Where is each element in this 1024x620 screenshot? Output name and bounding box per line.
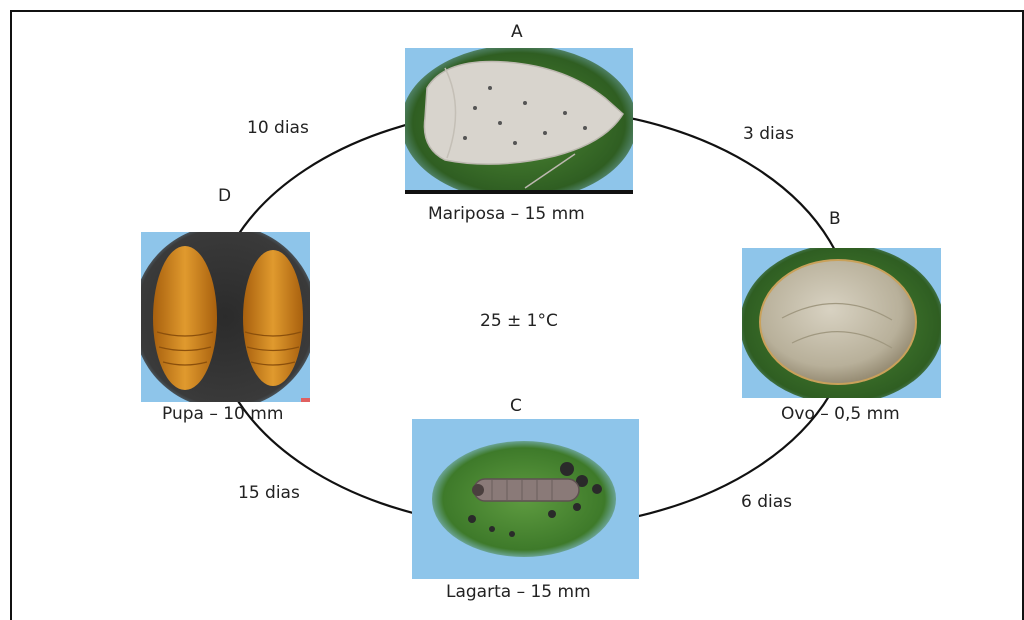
larva-photo [412, 419, 639, 579]
caption-larva: Lagarta – 15 mm [446, 584, 591, 601]
caption-pupa: Pupa – 10 mm [162, 406, 283, 423]
larva-icon [412, 419, 639, 579]
pupa-photo [141, 232, 310, 402]
duration-a-to-b: 3 dias [743, 126, 794, 143]
caption-egg: Ovo – 0,5 mm [781, 406, 900, 423]
stage-letter-d: D [218, 188, 231, 205]
egg-icon [742, 248, 941, 398]
duration-c-to-d: 15 dias [238, 485, 300, 502]
duration-b-to-c: 6 dias [741, 494, 792, 511]
moth-icon [405, 48, 633, 194]
caption-moth: Mariposa – 15 mm [428, 206, 585, 223]
temperature-label: 25 ± 1°C [480, 313, 558, 330]
moth-photo [405, 48, 633, 194]
pupa-icon [141, 232, 310, 402]
stage-letter-c: C [510, 398, 522, 415]
egg-photo [742, 248, 941, 398]
stage-letter-a: A [511, 24, 523, 41]
duration-d-to-a: 10 dias [247, 120, 309, 137]
stage-letter-b: B [829, 211, 841, 228]
